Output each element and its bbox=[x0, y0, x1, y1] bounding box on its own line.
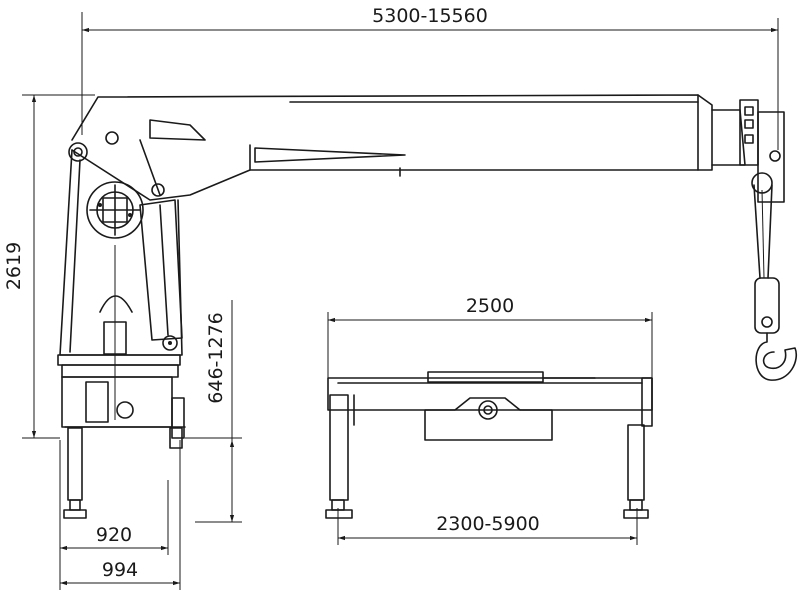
frame-span-label: 2500 bbox=[466, 295, 514, 317]
crane-boom bbox=[68, 94, 785, 203]
dimension-outrigger-height: 646-1276 bbox=[185, 300, 242, 523]
dimension-outrigger-span: 2300-5900 bbox=[337, 508, 638, 545]
outrigger-span-label: 2300-5900 bbox=[436, 513, 540, 535]
crane-column bbox=[57, 149, 186, 519]
dimension-frame-span: 2500 bbox=[327, 295, 653, 395]
lift-cylinder bbox=[139, 139, 183, 351]
column-width-inner-label: 920 bbox=[96, 524, 132, 546]
column-width-outer-label: 994 bbox=[102, 559, 138, 581]
dimension-boom-reach: 5300-15560 bbox=[81, 5, 779, 150]
boom-reach-label: 5300-15560 bbox=[372, 5, 488, 27]
dimension-column-width: 920 994 bbox=[59, 440, 181, 590]
dimension-crane-height: 2619 bbox=[3, 94, 95, 439]
outrigger-height-label: 646-1276 bbox=[205, 312, 227, 403]
crane-height-label: 2619 bbox=[3, 242, 25, 290]
front-view-frame bbox=[325, 371, 653, 519]
crane-hook bbox=[751, 172, 797, 381]
